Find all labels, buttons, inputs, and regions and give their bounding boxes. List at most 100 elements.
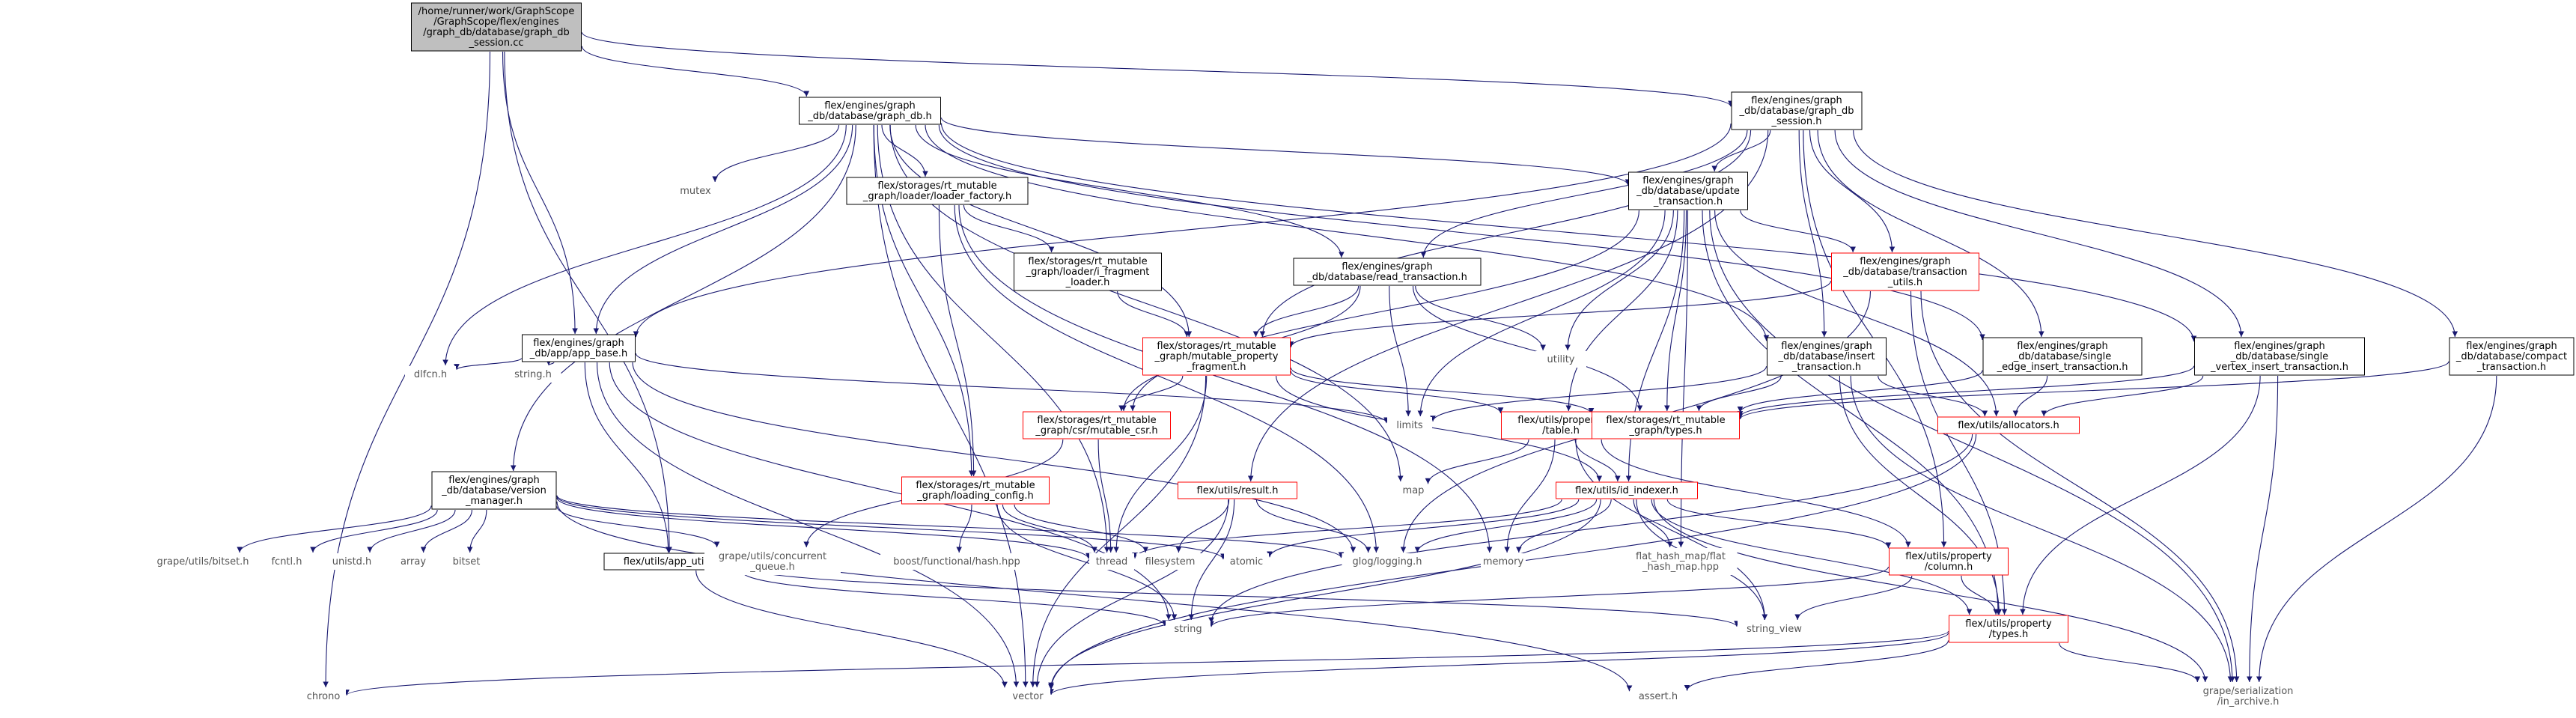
node-update-txn[interactable]: flex/engines/graph_db/database/update_tr… <box>1628 171 1748 210</box>
node-label-line: flex/utils/property <box>1905 551 1992 562</box>
node-label-line: flex/engines/graph <box>2017 341 2108 352</box>
edge-graph-db-h-to-single-vertex <box>940 123 2197 342</box>
edge-id-indexer-to-thread <box>1132 499 1562 559</box>
edge-id-indexer-to-atomic <box>1267 499 1580 558</box>
node-label: grape/utils/concurrent_queue.h <box>719 551 826 573</box>
node-box <box>2449 337 2575 376</box>
node-box <box>1949 615 2068 643</box>
edge-result-h-to-filesystem <box>1175 499 1230 553</box>
node-read-txn[interactable]: flex/engines/graph_db/database/read_tran… <box>1293 258 1482 286</box>
edge-i-fragment-loader-to-mutable-fragment <box>1117 290 1190 338</box>
node-box <box>1535 351 1586 368</box>
edge-version-manager-to-assert <box>556 501 1633 692</box>
edge-loading-config-to-thread <box>1002 504 1097 553</box>
node-session-h[interactable]: flex/engines/graph_db/database/graph_db_… <box>1731 91 1863 130</box>
node-box <box>405 366 456 383</box>
node-label: grape/serialization/in_archive.h <box>2203 686 2294 708</box>
edge-insert-txn-to-rt-types <box>1696 375 1782 412</box>
node-label-line: flex/engines/graph <box>1860 256 1951 267</box>
node-txn-utils[interactable]: flex/engines/graph_db/database/transacti… <box>1831 252 1979 291</box>
edge-app-base-to-dlfcn <box>454 357 523 371</box>
node-app-base[interactable]: flex/engines/graph_db/app/app_base.h <box>522 334 636 362</box>
node-insert-txn[interactable]: flex/engines/graph_db/database/insert_tr… <box>1767 337 1887 376</box>
node-loader-factory[interactable]: flex/storages/rt_mutable_graph/loader/lo… <box>846 177 1029 205</box>
node-label-line: _db/database/graph_db.h <box>807 111 931 122</box>
node-i-fragment-loader[interactable]: flex/storages/rt_mutable_graph/loader/i_… <box>1014 252 1162 291</box>
node-loading-config[interactable]: flex/storages/rt_mutable_graph/loading_c… <box>901 476 1050 505</box>
node-box <box>1982 337 2143 376</box>
node-label-line: grape/serialization <box>2203 686 2294 697</box>
node-label-line: _graph/loader/i_fragment <box>1026 267 1150 278</box>
edge-update-txn-to-allocators <box>1714 210 2000 417</box>
node-box <box>1089 553 1134 570</box>
node-root[interactable]: /home/runner/work/GraphScope/GraphScope/… <box>411 2 582 52</box>
node-label-line: _fragment.h <box>1186 362 1246 373</box>
node-label-line: _graph/mutable_property <box>1154 351 1279 362</box>
node-label: flex/storages/rt_mutable_graph/csr/mutab… <box>1035 415 1157 436</box>
edge-prop-column-to-string-view <box>1794 575 1913 621</box>
node-label-line: flex/engines/graph <box>2466 341 2557 352</box>
node-mutable-fragment[interactable]: flex/storages/rt_mutable_graph/mutable_p… <box>1142 337 1291 376</box>
node-box <box>411 2 582 52</box>
node-label-line: flex/engines/graph <box>533 338 624 349</box>
node-allocators[interactable]: flex/utils/allocators.h <box>1937 416 2080 434</box>
node-label-line: flex/engines/graph <box>824 100 916 112</box>
node-label-line: string <box>1174 624 1202 635</box>
node-version-manager[interactable]: flex/engines/graph_db/database/version_m… <box>431 471 557 510</box>
node-prop-types[interactable]: flex/utils/property/types.h <box>1949 615 2068 643</box>
node-label: flex/storages/rt_mutable_graph/loader/lo… <box>862 180 1011 202</box>
node-box <box>394 553 433 570</box>
node-label: flex/utils/app_utils.h <box>624 556 721 568</box>
node-graph-db-h[interactable]: flex/engines/graph_db/database/graph_db.… <box>799 97 941 125</box>
node-label: flex/utils/allocators.h <box>1958 420 2059 431</box>
node-box <box>1136 553 1204 570</box>
node-label-line: memory <box>1483 556 1524 568</box>
edge-graph-db-h-to-single-edge <box>938 124 1985 341</box>
edge-version-manager-to-bitset-h <box>237 505 432 553</box>
node-label: glog/logging.h <box>1353 556 1422 568</box>
node-box <box>444 553 489 570</box>
node-label-line: filesystem <box>1145 556 1196 568</box>
node-label: chrono <box>307 691 341 702</box>
node-box <box>1293 258 1482 286</box>
edge-compact-txn-to-in-archive <box>2256 375 2497 683</box>
node-label: thread <box>1096 556 1128 568</box>
node-box <box>1014 252 1162 291</box>
node-box <box>1831 252 1979 291</box>
node-label-line: flex/engines/graph <box>1342 261 1433 273</box>
node-box <box>1767 337 1887 376</box>
edge-id-indexer-to-flat-hash-map <box>1633 499 1673 548</box>
node-single-vertex[interactable]: flex/engines/graph_db/database/single_ve… <box>2194 337 2365 376</box>
edge-single-edge-to-allocators <box>2012 375 2048 417</box>
edge-graph-db-h-to-vector <box>873 124 1029 688</box>
node-csr-mutable[interactable]: flex/storages/rt_mutable_graph/csr/mutab… <box>1023 411 1171 439</box>
node-single-edge[interactable]: flex/engines/graph_db/database/single_ed… <box>1982 337 2143 376</box>
node-label: flex/storages/rt_mutable_graph/types.h <box>1606 415 1725 436</box>
node-label-line: assert.h <box>1639 691 1678 702</box>
node-id-indexer[interactable]: flex/utils/id_indexer.h <box>1556 481 1698 499</box>
node-label-line: flex/utils/property <box>1517 415 1604 426</box>
node-compact-txn[interactable]: flex/engines/graph_db/database/compact_t… <box>2449 337 2575 376</box>
edge-property-table-to-map <box>1425 439 1529 484</box>
node-result-h[interactable]: flex/utils/result.h <box>1178 481 1297 499</box>
node-label-line: flex/engines/graph <box>2234 341 2325 352</box>
edge-session-h-to-update-txn <box>1711 130 1771 172</box>
node-label-line: grape/utils/bitset.h <box>156 556 249 568</box>
edge-app-base-to-limits <box>635 353 1389 424</box>
node-label-line: limits <box>1396 420 1423 431</box>
edge-update-txn-to-csr-mutable <box>1130 210 1639 412</box>
node-label-line: mutex <box>680 186 711 197</box>
node-label-line: flex/engines/graph <box>1781 341 1872 352</box>
edge-graph-db-h-to-insert-txn <box>925 124 1770 341</box>
node-rt-types[interactable]: flex/storages/rt_mutable_graph/types.h <box>1592 411 1740 439</box>
node-prop-column[interactable]: flex/utils/property/column.h <box>1889 547 2009 576</box>
edge-property-table-to-id-indexer <box>1574 439 1621 482</box>
edge-graph-db-h-to-mutex <box>712 124 840 183</box>
node-label: filesystem <box>1145 556 1196 568</box>
node-label: flat_hash_map/flat_hash_map.hpp <box>1636 551 1726 573</box>
edge-mutable-fragment-to-rt-types <box>1290 368 1595 414</box>
node-label-line: _transaction.h <box>2476 362 2546 373</box>
edge-property-table-to-memory <box>1504 439 1556 553</box>
node-label-line: _edge_insert_transaction.h <box>1997 362 2128 373</box>
